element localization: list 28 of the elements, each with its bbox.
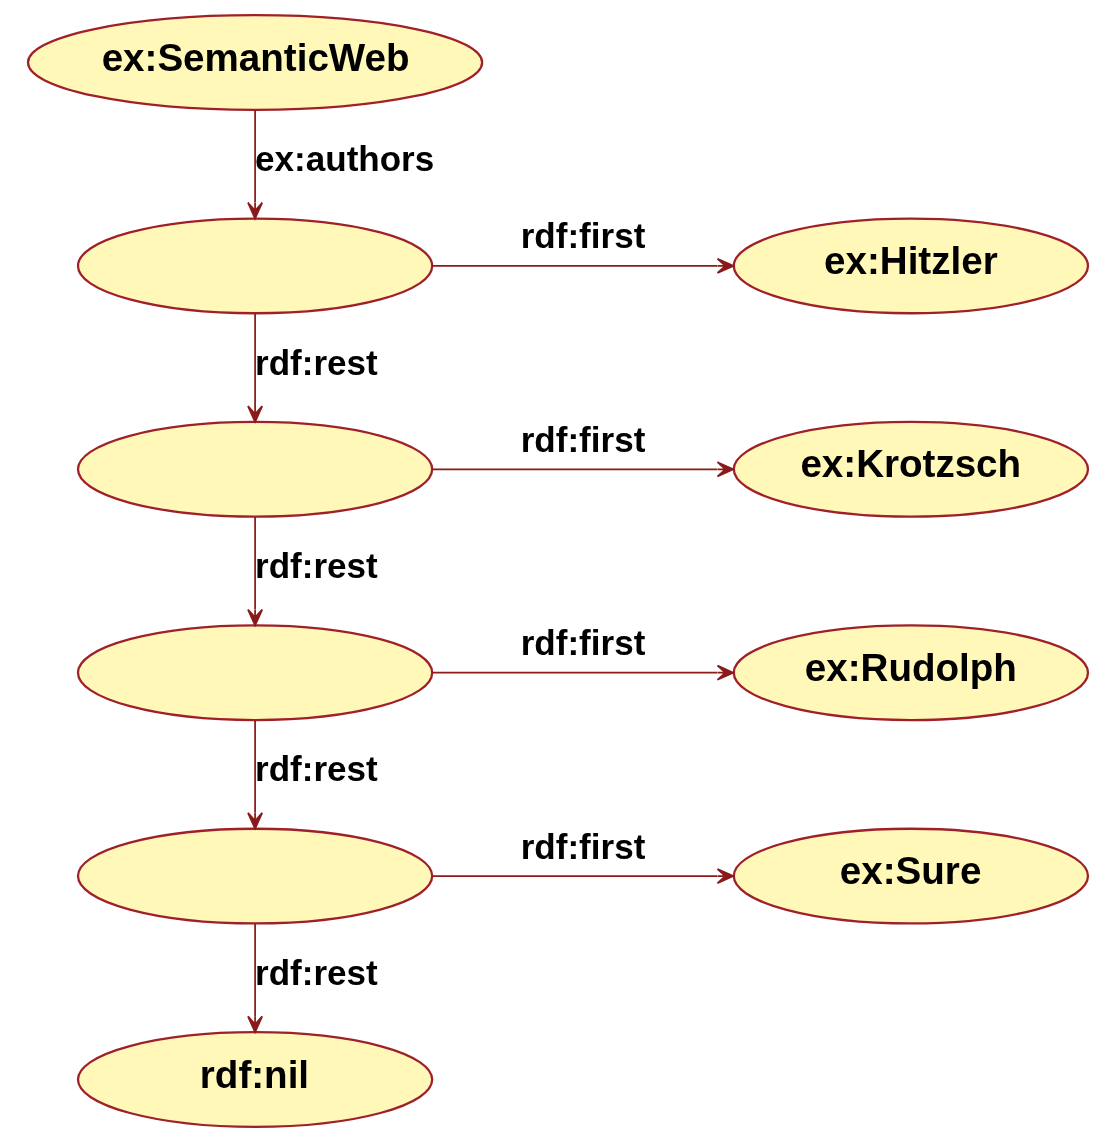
arrow bbox=[246, 516, 263, 627]
edge-label: rdf:first bbox=[520, 623, 645, 663]
arrow bbox=[431, 461, 734, 478]
node-ellipse bbox=[76, 420, 433, 518]
edge-label: rdf:rest bbox=[254, 952, 378, 992]
edge-label: ex:authors bbox=[254, 139, 434, 179]
node-ellipse: ex:Hitzler bbox=[732, 217, 1089, 315]
edge-label: rdf:rest bbox=[254, 546, 378, 586]
node-ellipse bbox=[76, 827, 433, 925]
arrow bbox=[431, 664, 734, 681]
arrow bbox=[431, 868, 734, 885]
edge-label: rdf:first bbox=[520, 826, 645, 866]
edge-label: rdf:first bbox=[520, 419, 645, 459]
arrow bbox=[246, 922, 263, 1033]
edge-label: rdf:first bbox=[520, 216, 645, 256]
node-ellipse bbox=[76, 624, 433, 722]
arrow bbox=[246, 109, 263, 220]
node-ellipse: ex:Rudolph bbox=[732, 624, 1089, 722]
node-ellipse bbox=[76, 217, 433, 315]
edge-label: rdf:rest bbox=[254, 342, 378, 382]
node-ellipse: ex:SemanticWeb bbox=[26, 14, 483, 111]
node-ellipse: ex:Krotzsch bbox=[732, 420, 1089, 518]
node-ellipse: rdf:nil bbox=[76, 1031, 433, 1128]
edge-label: rdf:rest bbox=[254, 749, 378, 789]
arrow bbox=[246, 719, 263, 830]
arrow bbox=[246, 312, 263, 423]
node-ellipse: ex:Sure bbox=[732, 827, 1089, 925]
arrow bbox=[431, 257, 734, 274]
